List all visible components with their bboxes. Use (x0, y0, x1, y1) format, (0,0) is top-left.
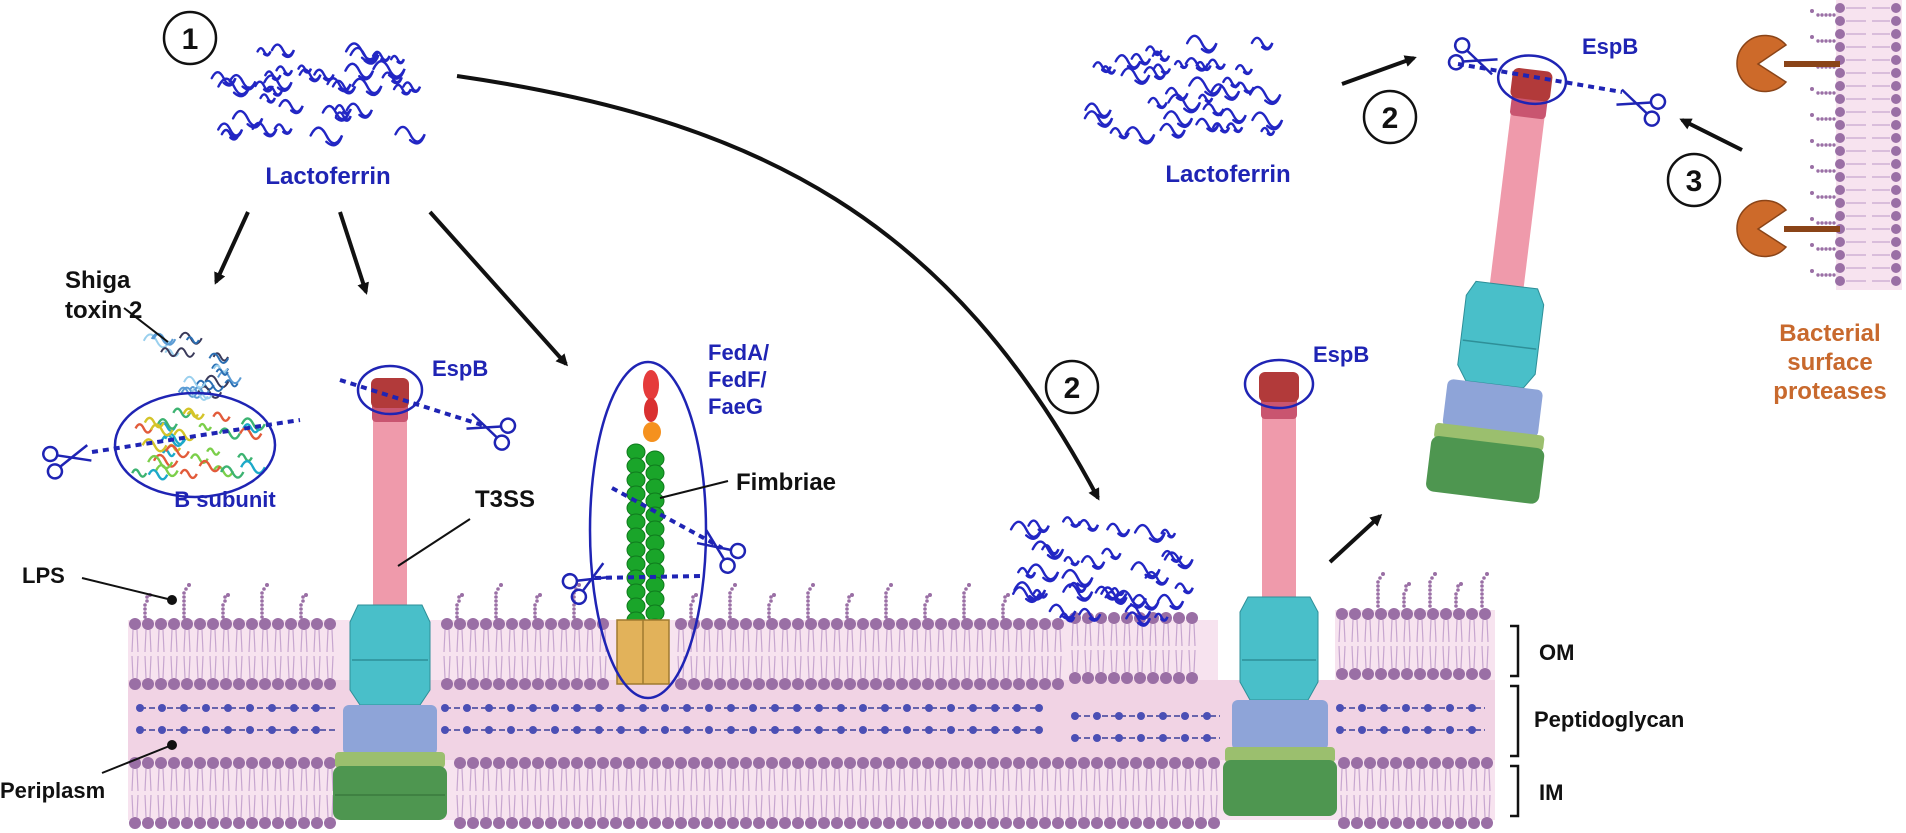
fimbriae-structure (561, 360, 747, 700)
t3ss-label: T3SS (475, 486, 535, 513)
b-subunit-outline (113, 391, 277, 499)
fed-label-line1: FedA/ (708, 340, 769, 365)
protease-icon (1736, 199, 1840, 258)
scissors-icon (561, 562, 612, 606)
layer-brackets (1510, 624, 1520, 818)
lactoferrin-protein-top-left (210, 42, 426, 147)
bacterial-surface-membrane (1810, 0, 1902, 290)
espb-label-left: EspB (432, 356, 488, 381)
lactoferrin-label-left: Lactoferrin (265, 163, 390, 190)
b-subunit-cleavage-line (91, 418, 301, 454)
om-label: OM (1539, 640, 1574, 665)
fimbria-outline (588, 360, 708, 700)
lactoferrin-label-right: Lactoferrin (1165, 161, 1290, 188)
protease-icon (1736, 34, 1840, 93)
step-marker-2: 2 (1044, 359, 1100, 415)
shiga-toxin-label-line2: toxin 2 (65, 297, 142, 324)
step-number: 2 (1382, 102, 1399, 135)
arrow-protease-to-espb (1679, 118, 1743, 152)
protease-label-line1: Bacterial (1779, 320, 1880, 347)
peptidoglycan-label: Peptidoglycan (1534, 707, 1684, 732)
outer-membrane-band-right (1335, 610, 1495, 680)
label-pointers (81, 307, 729, 774)
t3ss-apparatus-released (1426, 54, 1568, 504)
fed-label-line3: FaeG (708, 394, 763, 419)
im-label: IM (1539, 780, 1563, 805)
espb-label-right: EspB (1582, 34, 1638, 59)
protease-label-line2: surface (1787, 349, 1872, 376)
arrow-to-t3ss (338, 211, 369, 295)
t3ss-apparatus-left (333, 364, 517, 820)
outer-membrane-band (128, 620, 1218, 680)
step-number: 2 (1064, 372, 1081, 405)
step-number: 3 (1686, 165, 1703, 198)
lipid-bilayers (129, 608, 1493, 829)
lps-label: LPS (22, 563, 65, 588)
t3ss-apparatus-middle (1223, 358, 1337, 816)
periplasm-label: Periplasm (0, 778, 105, 803)
step-marker-2-right: 2 (1362, 89, 1418, 145)
scissors-icon (1447, 37, 1498, 76)
arrow-to-membrane (456, 74, 1100, 501)
peptidoglycan-strands (136, 704, 1485, 742)
step-marker-1: 1 (162, 10, 218, 66)
arrow-to-fimbriae (428, 210, 569, 367)
b-subunit-label: B subunit (174, 487, 276, 512)
lactoferrin-protein-top-right (1083, 34, 1284, 145)
arrow-release (1328, 513, 1383, 564)
fimbriae-label: Fimbriae (736, 469, 836, 496)
scissors-icon (42, 444, 92, 480)
espb-label-middle: EspB (1313, 342, 1369, 367)
arrow-to-shiga (214, 211, 250, 285)
step-number: 1 (182, 23, 199, 56)
arrow-lactoferrin-to-espb (1341, 55, 1417, 86)
lps-chains (143, 572, 1489, 619)
fed-label-line2: FedF/ (708, 367, 767, 392)
scissors-icon (696, 529, 747, 574)
shiga-toxin-label-line1: Shiga (65, 267, 131, 294)
protease-label-line3: proteases (1773, 378, 1886, 405)
scissors-icon (1616, 88, 1667, 127)
scissors-icon (466, 412, 517, 451)
pathway-arrows (214, 55, 1743, 564)
lactoferrin-protein-membrane (1009, 516, 1194, 627)
shiga-toxin-structure (42, 331, 301, 499)
step-marker-3: 3 (1666, 152, 1722, 208)
